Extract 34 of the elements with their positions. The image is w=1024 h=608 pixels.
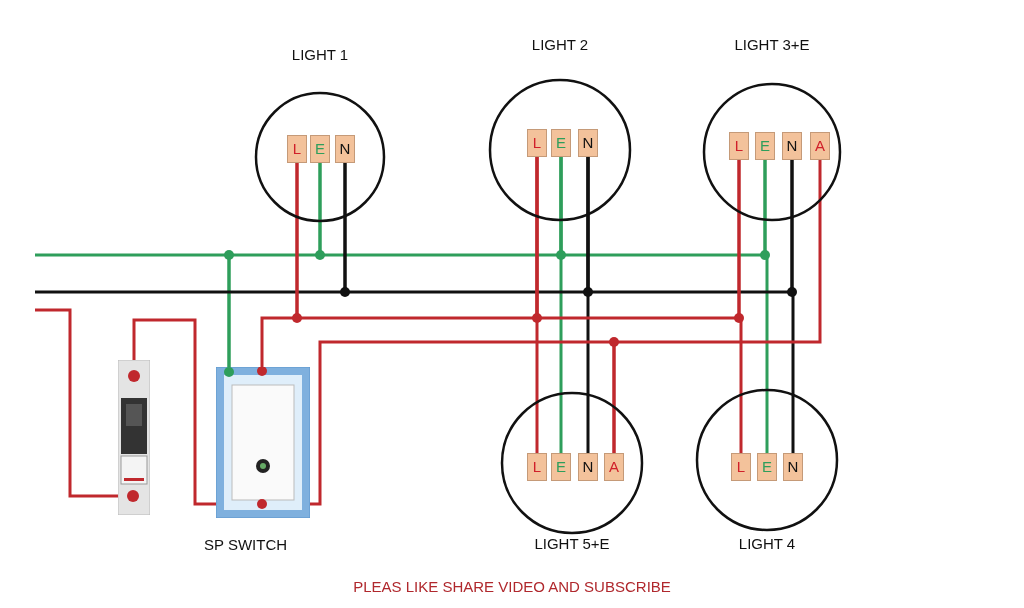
terminal-block: L: [729, 132, 749, 160]
terminal-block: N: [335, 135, 355, 163]
terminal-block: L: [731, 453, 751, 481]
switch-label: SP SWITCH: [204, 536, 288, 553]
wire: [737, 160, 743, 453]
light-label: LIGHT 2: [531, 36, 589, 53]
wire: [763, 160, 769, 453]
wire: [35, 308, 118, 498]
terminal-block: E: [757, 453, 777, 481]
light-label: LIGHT 1: [291, 46, 349, 63]
terminal-block: L: [527, 129, 547, 157]
terminal-block: N: [782, 132, 802, 160]
terminal-block: N: [578, 453, 598, 481]
wire: [586, 157, 590, 453]
terminal-block: L: [287, 135, 307, 163]
light-label: LIGHT 3+E: [734, 36, 810, 53]
wire: [559, 157, 563, 453]
terminal-block: E: [310, 135, 330, 163]
terminal-block: E: [755, 132, 775, 160]
terminal-block: A: [810, 132, 830, 160]
wire: [132, 318, 216, 506]
light-label: LIGHT 5+E: [534, 535, 610, 552]
wire: [535, 157, 539, 453]
terminal-block: E: [551, 129, 571, 157]
wire: [612, 160, 822, 453]
caption-text: PLEAS LIKE SHARE VIDEO AND SUBSCRIBE: [353, 578, 671, 595]
light-label: LIGHT 4: [738, 535, 796, 552]
terminal-block: N: [783, 453, 803, 481]
terminal-block: N: [578, 129, 598, 157]
wire: [790, 160, 795, 453]
circuit-breaker-drawing: [118, 360, 150, 515]
terminal-block: E: [551, 453, 571, 481]
terminal-block: A: [604, 453, 624, 481]
terminal-block: L: [527, 453, 547, 481]
